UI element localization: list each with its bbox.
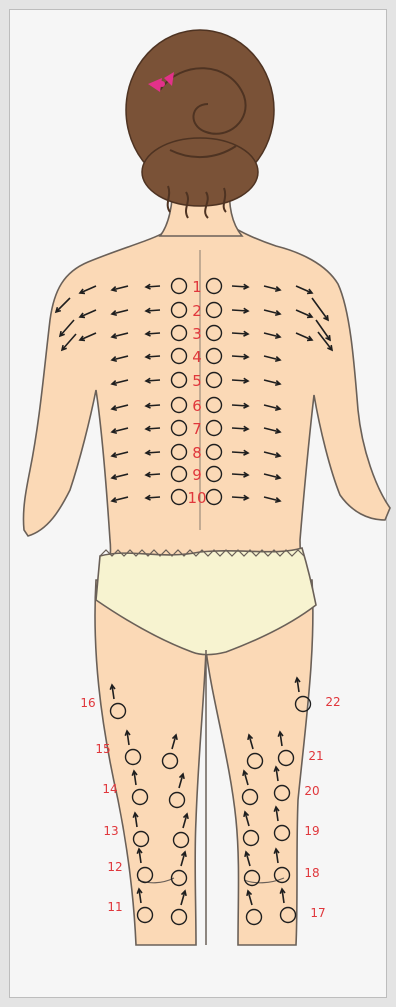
body-figure [23, 30, 390, 945]
point-number-label: 14 [102, 782, 117, 796]
point-number-label: 11 [107, 900, 122, 914]
point-number-label: 1 [192, 278, 202, 296]
point-number-label: 17 [310, 906, 325, 920]
point-number-label: 19 [304, 824, 319, 838]
point-number-label: 7 [192, 420, 202, 438]
point-number-label: 2 [192, 302, 202, 320]
point-number-label: 13 [103, 824, 118, 838]
point-number-label: 5 [192, 372, 202, 390]
point-number-label: 16 [80, 696, 95, 710]
point-number-label: 15 [95, 742, 110, 756]
point-number-label: 21 [308, 749, 323, 763]
point-number-label: 6 [192, 397, 202, 415]
hair-lower [142, 138, 258, 206]
point-number-label: 3 [192, 325, 202, 343]
point-number-label: 4 [192, 348, 202, 366]
point-number-label: 20 [304, 784, 319, 798]
point-number-label: 18 [304, 866, 319, 880]
point-number-label: 8 [192, 444, 202, 462]
point-number-label: 22 [325, 695, 340, 709]
point-number-label: 10 [187, 489, 206, 507]
point-number-label: 12 [107, 860, 122, 874]
point-number-label: 9 [192, 466, 202, 484]
